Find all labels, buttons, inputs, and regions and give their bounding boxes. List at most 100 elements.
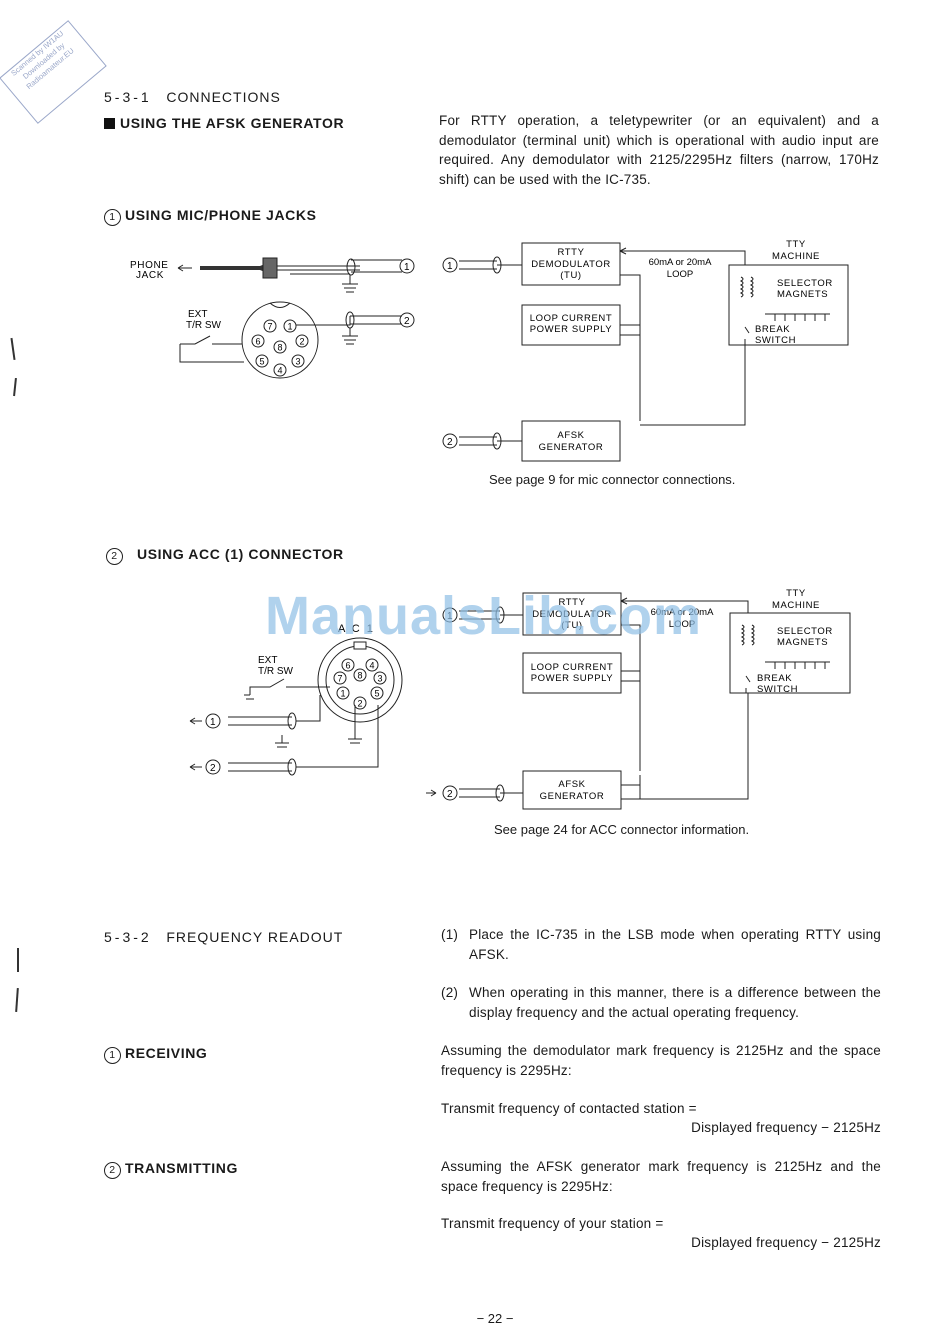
box-label: POWER SUPPLY (531, 673, 614, 684)
break-label: SWITCH (755, 335, 796, 346)
ground-symbol (342, 275, 358, 293)
cable (277, 265, 360, 275)
ext-sw-label: T/R SW (186, 320, 222, 331)
loop-label: LOOP (669, 619, 695, 630)
selector-coil (739, 276, 754, 298)
rtty-demodulator-box (521, 242, 621, 286)
tty-label: MACHINE (772, 251, 820, 262)
box-label: AFSK (557, 430, 584, 441)
cable (459, 788, 523, 798)
margin-mark (13, 377, 17, 397)
input-number-1: 1 (447, 611, 453, 622)
print-mechanism (765, 661, 830, 669)
selector-coil (740, 624, 755, 646)
margin-mark (10, 338, 16, 360)
pin-label: 4 (277, 366, 282, 376)
number-circle: 1 (104, 1047, 121, 1064)
box-label: GENERATOR (539, 442, 604, 453)
connector-pin (353, 696, 367, 710)
box-label: POWER SUPPLY (530, 324, 613, 335)
margin-mark (17, 948, 19, 972)
rtty-block-diagram-2: 1 RTTY DEMODULATOR (TU) LOOP CURRENT POW… (426, 588, 851, 810)
output-circle-1 (205, 713, 221, 729)
box-label: LOOP CURRENT (530, 313, 613, 324)
box-label: DEMODULATOR (531, 259, 611, 270)
box-label: LOOP CURRENT (531, 662, 614, 673)
number-circle: 2 (104, 1162, 121, 1179)
input-circle-2 (442, 785, 458, 801)
selector-label: MAGNETS (777, 289, 828, 300)
transmitting-text: Assuming the AFSK generator mark frequen… (441, 1159, 881, 1194)
loop-label: 60mA or 20mA (651, 607, 714, 618)
stamp-line: Downloaded by (20, 40, 67, 81)
transmitting-formula-left: Transmit frequency of your station = (441, 1216, 664, 1231)
watermark: ManualsLib.com (265, 586, 703, 646)
loop-wire (621, 600, 749, 800)
output-number-1: 1 (404, 262, 410, 273)
input-number-2: 2 (447, 789, 453, 800)
output-number-2: 2 (210, 763, 216, 774)
subsection-title: RECEIVING (125, 1045, 208, 1061)
ground-symbol (275, 735, 362, 748)
pin-label: 7 (267, 322, 272, 332)
pin-label: 7 (337, 674, 342, 684)
tty-label: MACHINE (772, 600, 820, 611)
connector-pin (365, 658, 379, 672)
ground-symbol (342, 328, 358, 345)
box-label: GENERATOR (540, 791, 605, 802)
loop-label: LOOP (667, 269, 693, 280)
arrow (619, 247, 627, 255)
output-number-1: 1 (210, 717, 216, 728)
afsk-heading: USING THE AFSK GENERATOR (104, 115, 344, 131)
cable-end (492, 256, 502, 274)
subsection-title: USING MIC/PHONE JACKS (125, 207, 317, 223)
section-heading: 5-3-1 CONNECTIONS (104, 89, 281, 105)
pin-label: 1 (287, 322, 292, 332)
number-circle: 2 (106, 548, 123, 565)
connector-pin (373, 671, 387, 685)
input-circle-1 (442, 607, 458, 623)
selector-label: SELECTOR (777, 626, 833, 637)
connector-pin (353, 668, 367, 682)
section-title: CONNECTIONS (166, 89, 281, 105)
output-number-2: 2 (404, 316, 410, 327)
note-number: (2) (441, 985, 459, 1000)
section-number: 5-3-1 (104, 89, 152, 105)
bullet-square (104, 118, 115, 129)
box-label: (TU) (560, 270, 581, 281)
pin-label: 2 (357, 699, 362, 709)
arrow (620, 597, 628, 605)
cable-end (346, 258, 356, 276)
pin-label: 6 (255, 337, 260, 347)
switch-wire (244, 678, 330, 700)
note-text: Place the IC-735 in the LSB mode when op… (469, 927, 881, 962)
pin-label: 6 (345, 661, 350, 671)
selector-label: SELECTOR (777, 278, 833, 289)
phone-jack-label: PHONE (130, 260, 169, 271)
loop-wire (620, 250, 746, 426)
afsk-generator-box (522, 770, 622, 810)
ext-sw-label: T/R SW (258, 666, 294, 677)
break-label: BREAK (757, 673, 792, 684)
pin-label: 1 (340, 689, 345, 699)
wire (351, 259, 402, 273)
block1-caption: See page 9 for mic connector connections… (489, 472, 736, 487)
arrow (177, 264, 192, 272)
tty-machine-box (729, 612, 851, 694)
phone-plug (200, 264, 265, 272)
tty-machine-box (728, 264, 849, 346)
selector-label: MAGNETS (777, 637, 828, 648)
connector-pin (370, 686, 384, 700)
rtty-block-diagram-1: 1 RTTY DEMODULATOR (TU) LOOP CURRENT POW… (442, 239, 849, 462)
page-number: − 22 − (476, 1311, 514, 1326)
connector-pin (336, 686, 350, 700)
connector-pin (295, 334, 309, 348)
break-switch (744, 326, 750, 345)
